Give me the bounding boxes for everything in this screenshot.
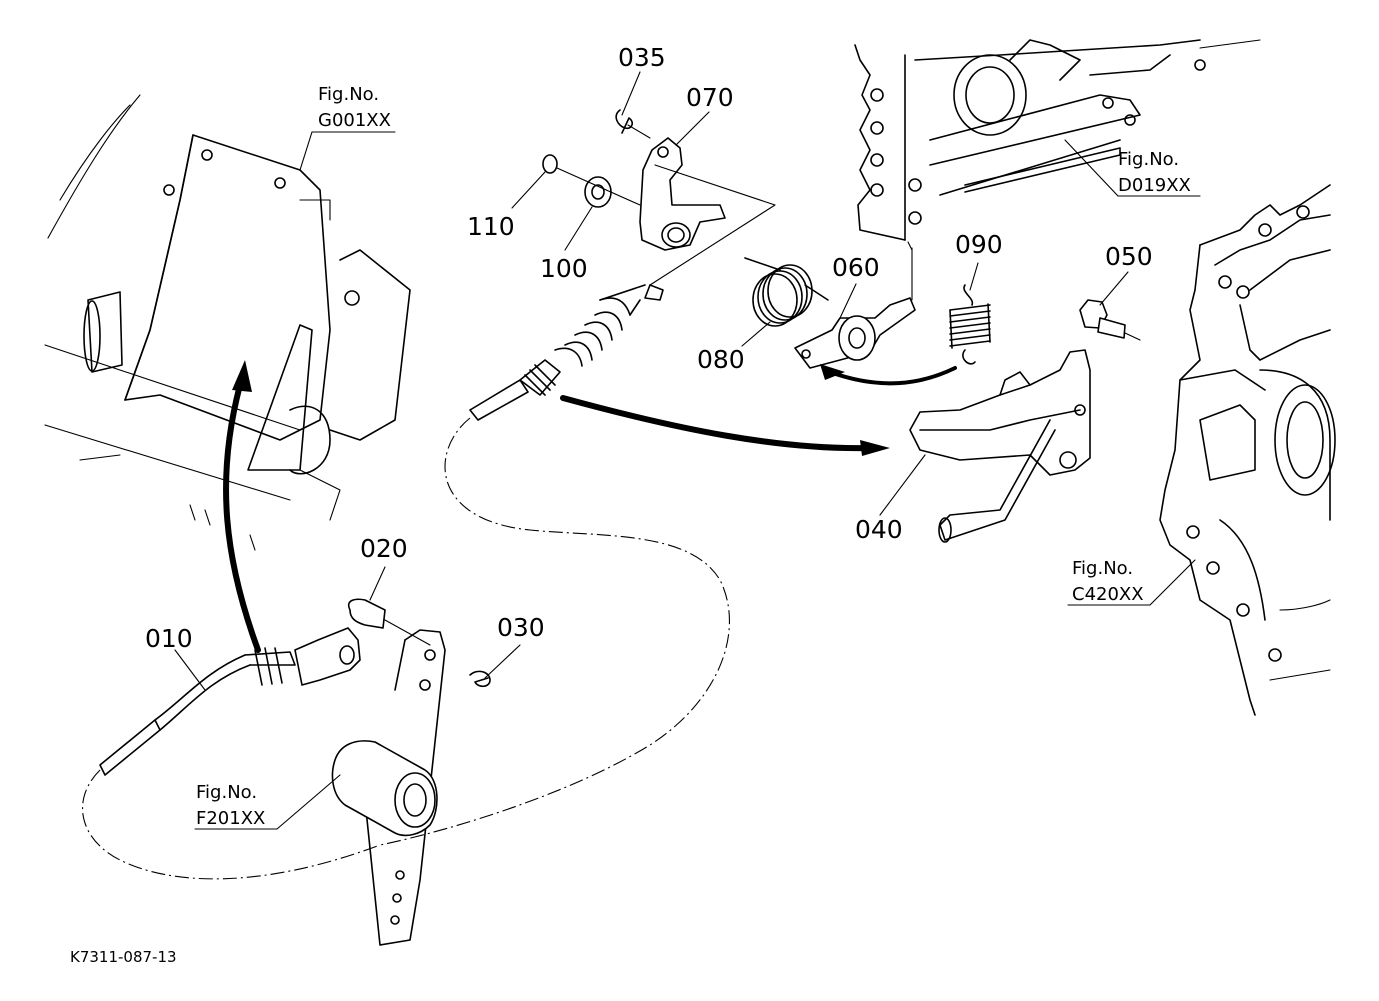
part-label-010: 010 xyxy=(145,624,193,653)
part-label-090: 090 xyxy=(955,230,1003,259)
part-100-washer xyxy=(584,176,612,208)
part-label-020: 020 xyxy=(360,534,408,563)
fig-ref-f201xx: Fig.No. F201XX xyxy=(196,782,265,829)
housing-assembly xyxy=(854,39,1261,301)
part-060-arm xyxy=(794,297,916,369)
part-label-060: 060 xyxy=(832,253,880,282)
part-label-110: 110 xyxy=(467,212,515,241)
drawing-code: K7311-087-13 xyxy=(70,948,177,966)
fig-ref-label: Fig.No. xyxy=(318,84,379,105)
assembly-arrows xyxy=(223,360,957,653)
part-label-080: 080 xyxy=(697,345,745,374)
leader-lines xyxy=(174,71,1201,830)
fig-ref-code: G001XX xyxy=(318,110,391,131)
fig-ref-g001xx: Fig.No. G001XX xyxy=(318,84,391,131)
part-label-035: 035 xyxy=(618,43,666,72)
part-050-bolt xyxy=(1079,299,1141,341)
part-label-030: 030 xyxy=(497,613,545,642)
pedal-arm xyxy=(331,629,446,946)
clevis-assembly xyxy=(294,598,491,688)
pedal-bracket-assembly xyxy=(44,94,411,551)
part-080-spring xyxy=(744,257,829,327)
fig-ref-c420xx: Fig.No. C420XX xyxy=(1072,558,1144,605)
fig-ref-code: C420XX xyxy=(1072,584,1144,605)
part-040-bracket xyxy=(909,349,1091,543)
part-090-tension-spring xyxy=(949,284,991,365)
part-070-lever xyxy=(639,137,776,286)
fig-ref-label: Fig.No. xyxy=(1072,558,1133,579)
fig-ref-code: F201XX xyxy=(196,808,265,829)
part-label-100: 100 xyxy=(540,254,588,283)
fig-ref-d019xx: Fig.No. D019XX xyxy=(1118,149,1191,196)
part-010-cable xyxy=(82,647,381,880)
fig-ref-label: Fig.No. xyxy=(196,782,257,803)
part-110-snap-ring xyxy=(542,154,641,206)
fig-ref-code: D019XX xyxy=(1118,175,1191,196)
transmission-case xyxy=(1159,184,1336,716)
part-035-clip xyxy=(615,109,651,139)
part-label-040: 040 xyxy=(855,515,903,544)
fig-ref-label: Fig.No. xyxy=(1118,149,1179,170)
part-label-050: 050 xyxy=(1105,242,1153,271)
upper-cable xyxy=(379,284,730,846)
part-label-070: 070 xyxy=(686,83,734,112)
